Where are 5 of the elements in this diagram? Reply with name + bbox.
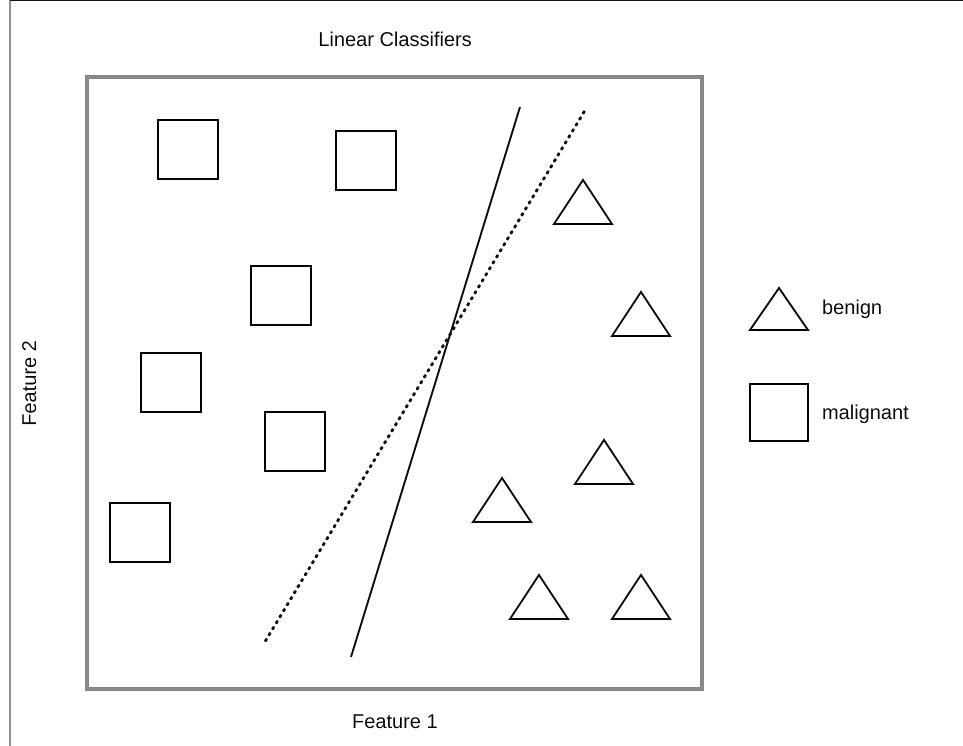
chart-title: Linear Classifiers <box>317 30 473 50</box>
axis-label: Feature 1 <box>352 712 438 732</box>
legend-label: benign <box>822 298 882 318</box>
axis-label: Feature 2 <box>20 340 40 426</box>
legend-label: malignant <box>822 403 909 423</box>
